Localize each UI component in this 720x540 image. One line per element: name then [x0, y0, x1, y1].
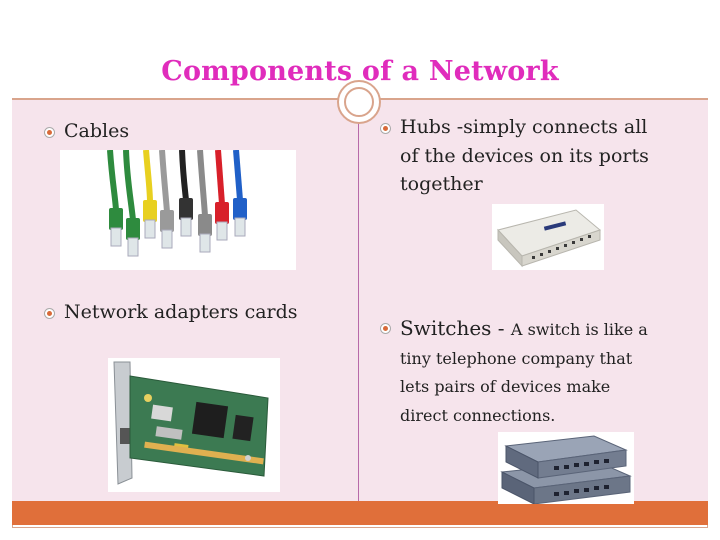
bullet-dot-icon: [44, 308, 55, 319]
hubs-label-line2: of the devices on its ports: [400, 144, 649, 167]
bullet-cables: Cables: [44, 117, 344, 147]
bullet-switches: Switches - A switch is like a tiny teleph…: [380, 313, 700, 425]
bullet-hubs: Hubs -simply connects all of the devices …: [380, 113, 700, 203]
network-adapters-label: Network adapters cards: [64, 301, 298, 323]
bullet-dot-icon: [44, 127, 55, 138]
cable-blue-icon: [233, 150, 247, 237]
switches-label: Switches - A switch is like a tiny teleph…: [400, 313, 648, 429]
cable-grey2-icon: [197, 150, 212, 253]
column-divider: [358, 100, 359, 501]
cable-grey-icon: [159, 150, 174, 249]
bullet-network-adapters: Network adapters cards: [44, 298, 354, 328]
switches-label-line2: tiny telephone company that: [400, 348, 633, 368]
cable-green-left-icon: [107, 150, 123, 247]
circle-ornament-icon: [337, 80, 381, 124]
cable-red-icon: [215, 150, 229, 241]
circle-ornament-inner: [344, 87, 374, 117]
cable-green-icon: [123, 150, 140, 257]
hubs-label-line3: together: [400, 173, 483, 195]
cable-yellow-icon: [143, 150, 157, 239]
network-switch-photo: [498, 432, 634, 504]
switches-label-small: A switch is like a: [510, 320, 648, 339]
footer-bar: [12, 501, 708, 525]
ethernet-cables-photo: [60, 150, 296, 270]
cables-label: Cables: [64, 120, 130, 142]
cable-black-icon: [179, 150, 193, 237]
switches-label-big: Switches -: [400, 316, 511, 340]
bullet-dot-icon: [380, 123, 391, 134]
switches-label-line3: lets pairs of devices make: [400, 377, 611, 396]
network-hub-photo: [492, 204, 604, 270]
hubs-label: Hubs -simply connects all of the devices …: [400, 113, 649, 199]
switches-label-line4: direct connections.: [400, 405, 556, 425]
bullet-dot-icon: [380, 323, 391, 334]
network-adapter-card-photo: [108, 358, 280, 492]
hubs-label-line1: Hubs -simply connects all: [400, 116, 648, 138]
